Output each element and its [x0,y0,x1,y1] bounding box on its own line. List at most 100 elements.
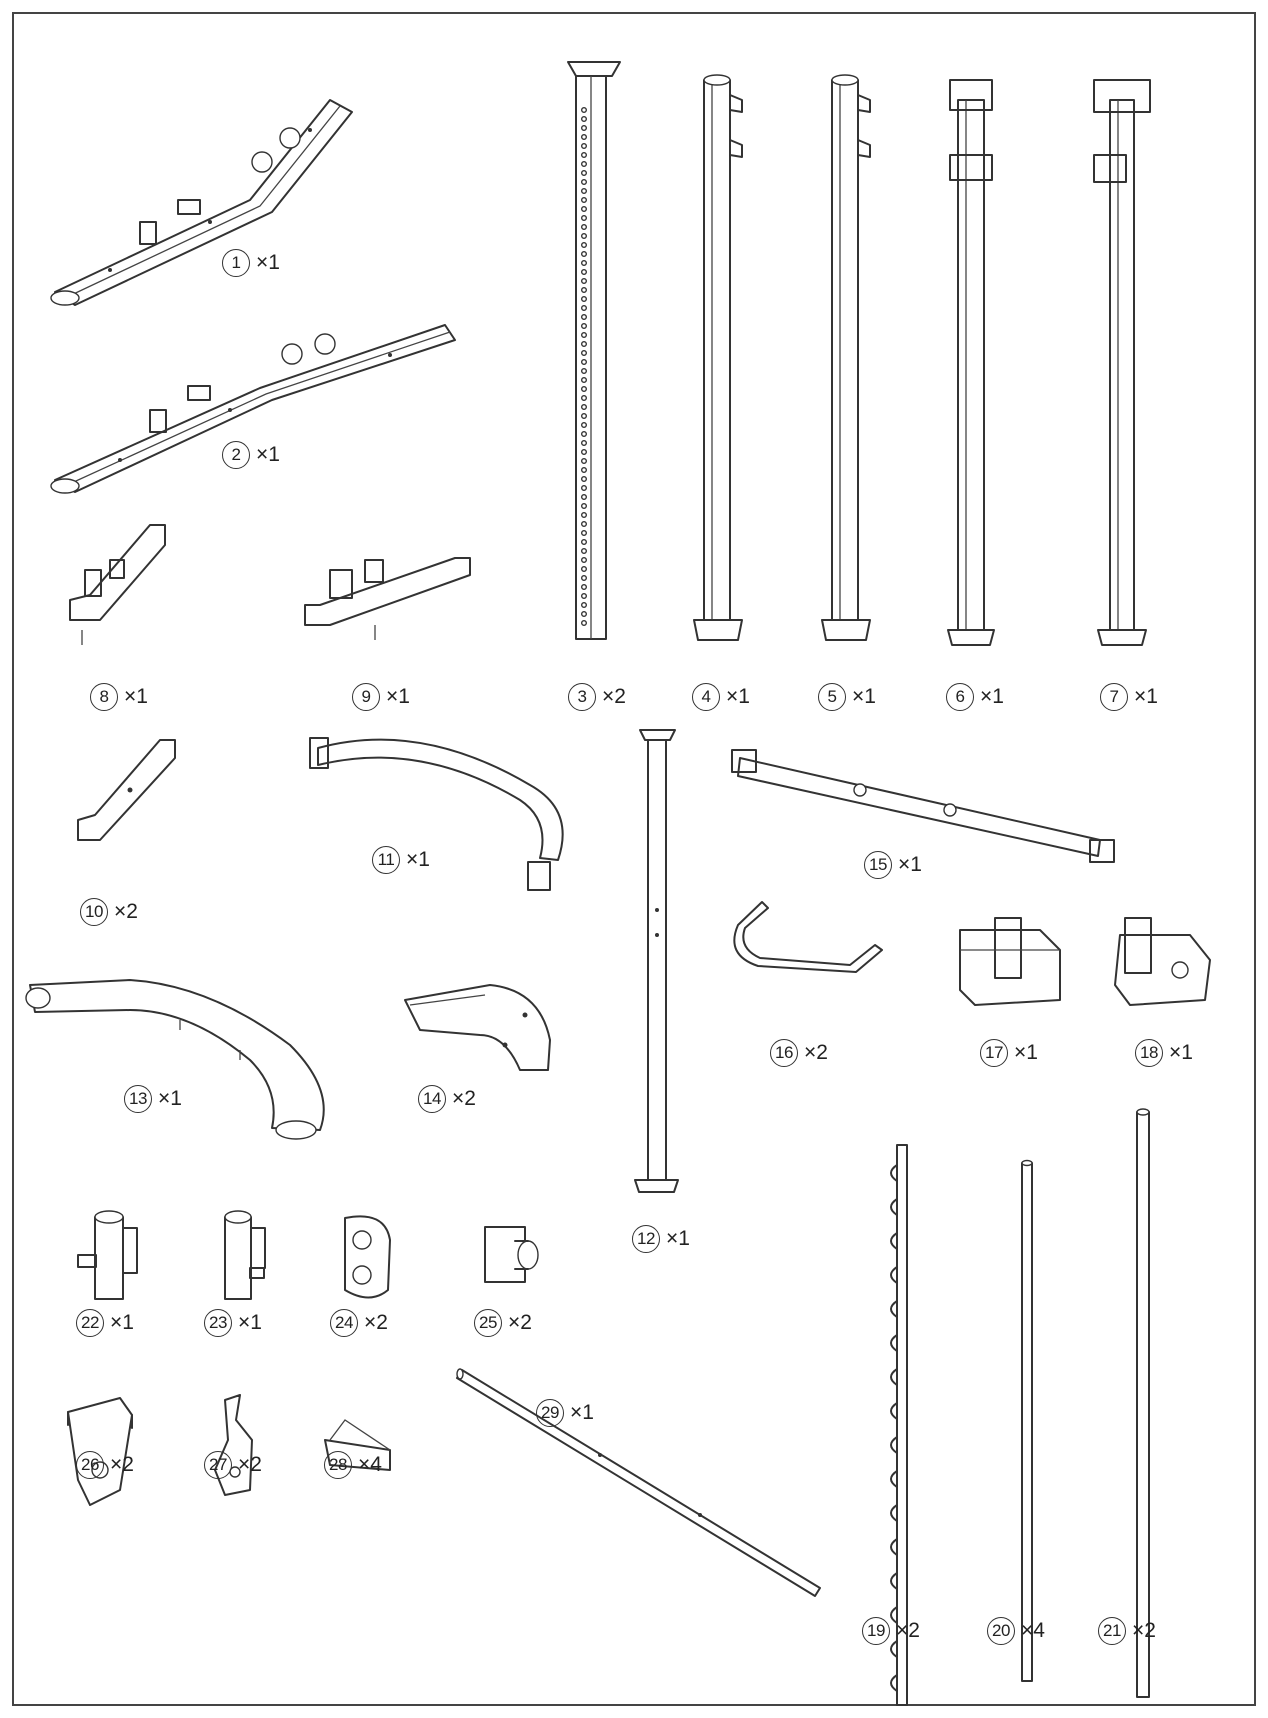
upright-hole [581,169,588,176]
part-18-label: 18 ×1 [1135,1036,1193,1070]
upright-hole [581,287,588,294]
bar-notch [890,1538,898,1556]
part-number-circle: 26 [76,1451,104,1479]
part-27-label: 27×2 [204,1448,262,1482]
part-16-label: 16×2 [770,1036,828,1070]
part-1-label: 1×1 [222,246,280,280]
part-16-drawing [733,901,883,973]
part-number-circle: 27 [204,1451,232,1479]
upright-hole [581,106,588,113]
part-19-drawing [890,1144,908,1706]
part-26-label: 26 ×2 [76,1448,134,1482]
part-quantity: ×1 [980,685,1004,708]
part-22-drawing [77,1210,138,1300]
upright-hole [581,296,588,303]
part-9-drawing [304,557,471,640]
part-number-circle: 10 [80,898,108,926]
upright-hole [581,377,588,384]
part-5-drawing [821,74,871,641]
upright-hole [581,395,588,402]
upright-hole [581,557,588,564]
upright-hole [581,530,588,537]
part-quantity: ×1 [386,685,410,708]
part-quantity: ×2 [110,1453,134,1476]
part-number-circle: 21 [1098,1617,1126,1645]
upright-hole [581,431,588,438]
upright-hole [581,521,588,528]
upright-hole [581,133,588,140]
part-quantity: ×1 [726,685,750,708]
part-20-drawing [1021,1159,1033,1682]
part-quantity: ×2 [508,1311,532,1334]
upright-hole [581,422,588,429]
upright-hole [581,151,588,158]
part-4-label: 4 ×1 [692,680,750,714]
upright-hole [581,512,588,519]
part-6-label: 6×1 [946,680,1004,714]
upright-hole [581,142,588,149]
part-number-circle: 4 [692,683,720,711]
upright-hole [581,314,588,321]
part-23-drawing [224,1210,266,1300]
part-11-drawing [309,737,564,891]
part-number-circle: 13 [124,1085,152,1113]
bar-notch [890,1674,898,1692]
upright-hole [581,467,588,474]
part-number-circle: 16 [770,1039,798,1067]
part-14-label: 14×2 [418,1082,476,1116]
bar-notch [890,1232,898,1250]
upright-hole [581,404,588,411]
upright-hole [581,232,588,239]
part-8-label: 8×1 [90,680,148,714]
part-17-label: 17×1 [980,1036,1038,1070]
bar-notch [890,1368,898,1386]
upright-hole [581,305,588,312]
bar-notch [890,1334,898,1352]
bar-notch [890,1436,898,1454]
part-number-circle: 12 [632,1225,660,1253]
part-quantity: ×4 [358,1453,382,1476]
part-8-drawing [69,524,166,645]
part-number-circle: 18 [1135,1039,1163,1067]
part-5-label: 5×1 [818,680,876,714]
part-7-drawing [1093,79,1151,646]
upright-hole [581,250,588,257]
upright-hole [581,620,588,627]
upright-hole [581,359,588,366]
upright-hole [581,196,588,203]
upright-hole [581,205,588,212]
part-quantity: ×1 [1169,1041,1193,1064]
part-25-label: 25×2 [474,1306,532,1340]
part-4-drawing [693,74,743,641]
part-quantity: ×2 [896,1619,920,1642]
part-10-drawing [77,739,176,841]
upright-hole [581,368,588,375]
part-2-label: 2×1 [222,438,280,472]
part-15-label: 15×1 [864,848,922,882]
upright-hole [581,332,588,339]
upright-hole [581,187,588,194]
part-quantity: ×1 [666,1227,690,1250]
part-quantity: ×1 [1014,1041,1038,1064]
part-19-label: 19×2 [862,1614,920,1648]
part-quantity: ×1 [898,853,922,876]
part-quantity: ×2 [1132,1619,1156,1642]
upright-hole [581,584,588,591]
part-quantity: ×1 [256,251,280,274]
part-number-circle: 29 [536,1399,564,1427]
part-24-label: 24×2 [330,1306,388,1340]
upright-hole [581,449,588,456]
part-3-label: 3×2 [568,680,626,714]
part-number-circle: 28 [324,1451,352,1479]
part-number-circle: 23 [204,1309,232,1337]
part-number-circle: 22 [76,1309,104,1337]
part-2-drawing [50,324,456,494]
part-quantity: ×1 [238,1311,262,1334]
part-quantity: ×2 [364,1311,388,1334]
part-12-label: 12 ×1 [632,1222,690,1256]
bar-notch [890,1198,898,1216]
bar-notch [890,1300,898,1318]
part-14-drawing [404,984,551,1071]
bar-notch [890,1402,898,1420]
upright-hole [581,548,588,555]
